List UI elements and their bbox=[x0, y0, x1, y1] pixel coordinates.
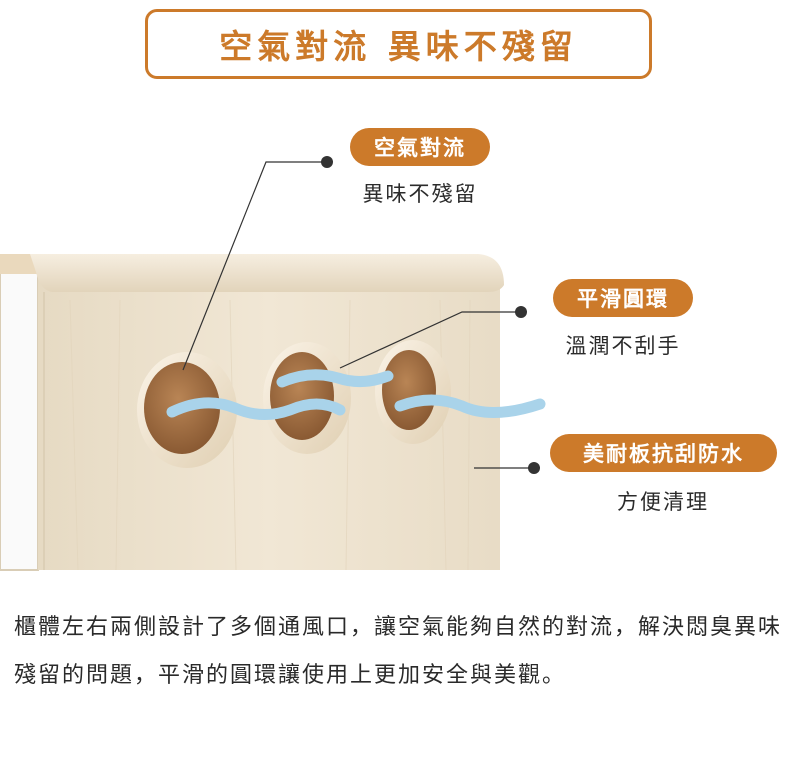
callout-badge-airflow: 空氣對流 bbox=[350, 128, 490, 166]
airflow-waves bbox=[166, 369, 546, 420]
callout-badge-ring: 平滑圓環 bbox=[553, 279, 693, 317]
callout-sub-airflow: 異味不殘留 bbox=[362, 182, 478, 206]
callout-dot-1 bbox=[321, 156, 333, 168]
vent-hole-2 bbox=[263, 342, 351, 454]
callout-badge-laminate: 美耐板抗刮防水 bbox=[550, 434, 777, 472]
description: 櫃體左右兩側設計了多個通風口，讓空氣能夠自然的對流，解決悶臭異味殘留的問題，平滑… bbox=[14, 615, 783, 688]
cabinet-left-panel bbox=[0, 269, 39, 571]
callout-sub-laminate: 方便清理 bbox=[617, 490, 709, 514]
callout-sub-ring: 溫潤不刮手 bbox=[565, 334, 681, 358]
title-box: 空氣對流 異味不殘留 bbox=[145, 9, 652, 79]
page-title: 空氣對流 異味不殘留 bbox=[219, 27, 578, 66]
cabinet-top-edge bbox=[30, 254, 504, 292]
callout-dot-2 bbox=[515, 306, 527, 318]
callout-dot-3 bbox=[528, 462, 540, 474]
vent-hole-3 bbox=[375, 340, 451, 444]
